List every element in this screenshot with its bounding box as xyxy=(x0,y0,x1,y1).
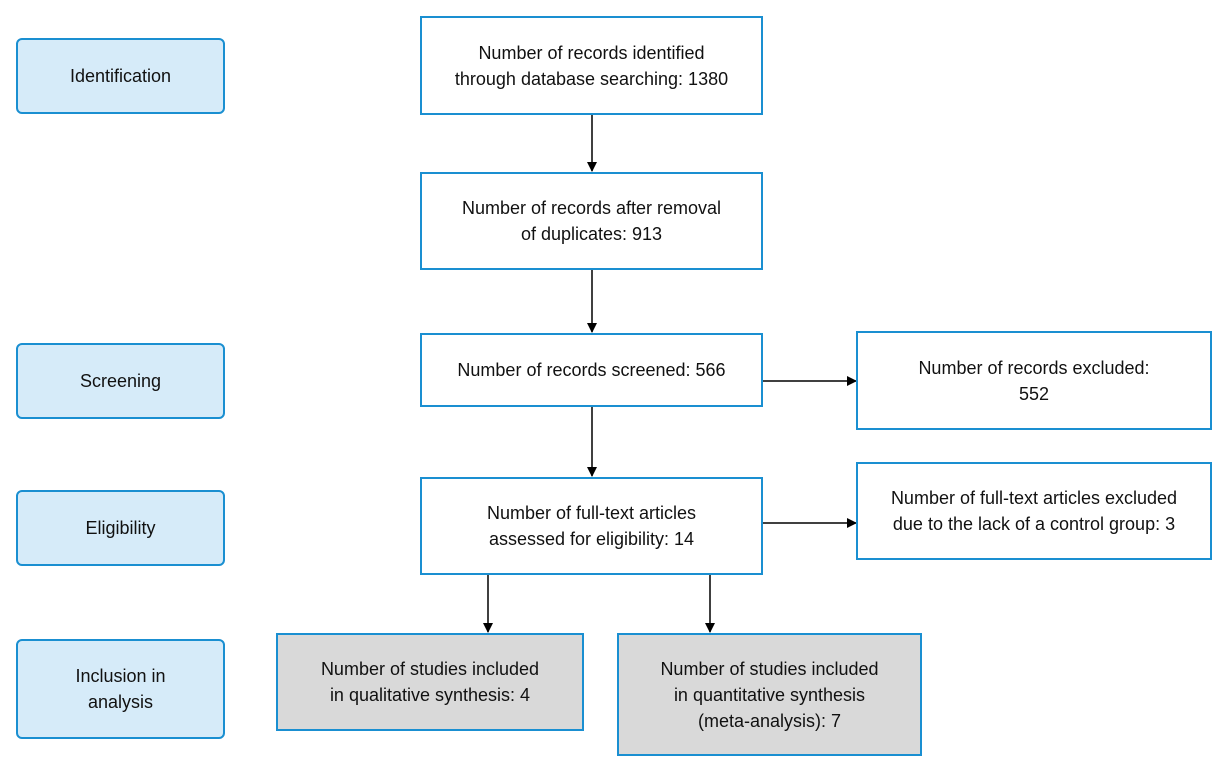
quantitative-line3: (meta-analysis): 7 xyxy=(697,710,842,731)
fulltext-excluded-line2: due to the lack of a control group: 3 xyxy=(892,514,1176,534)
quantitative-line1: Number of studies included xyxy=(660,658,879,679)
stage-inclusion: Inclusion in analysis xyxy=(16,639,225,739)
box-qualitative-synthesis: Number of studies included in qualitativ… xyxy=(276,633,584,731)
records-identified-line2: through database searching: 1380 xyxy=(454,68,729,89)
stage-identification-label: Identification xyxy=(69,66,172,86)
box-records-screened: Number of records screened: 566 xyxy=(420,333,763,407)
box-fulltext-excluded: Number of full-text articles excluded du… xyxy=(856,462,1212,560)
stage-eligibility: Eligibility xyxy=(16,490,225,566)
records-identified-line1: Number of records identified xyxy=(478,42,705,63)
fulltext-excluded-line1: Number of full-text articles excluded xyxy=(890,488,1178,508)
records-excluded-line2: 552 xyxy=(1018,383,1050,404)
box-fulltext-assessed: Number of full-text articles assessed fo… xyxy=(420,477,763,575)
stage-identification: Identification xyxy=(16,38,225,114)
fulltext-assessed-line1: Number of full-text articles xyxy=(486,503,697,523)
quantitative-line2: in quantitative synthesis xyxy=(673,684,866,705)
records-after-duplicates-line2: of duplicates: 913 xyxy=(520,224,663,244)
stage-inclusion-label-line1: Inclusion in xyxy=(75,666,166,686)
box-records-excluded: Number of records excluded: 552 xyxy=(856,331,1212,430)
qualitative-line2: in qualitative synthesis: 4 xyxy=(329,685,531,705)
stage-inclusion-label-line2: analysis xyxy=(87,692,154,712)
records-after-duplicates-line1: Number of records after removal xyxy=(461,198,722,218)
records-screened-line1: Number of records screened: 566 xyxy=(457,360,726,380)
box-records-after-duplicates: Number of records after removal of dupli… xyxy=(420,172,763,270)
stage-screening: Screening xyxy=(16,343,225,419)
box-records-identified: Number of records identified through dat… xyxy=(420,16,763,115)
qualitative-line1: Number of studies included xyxy=(320,659,540,679)
box-quantitative-synthesis: Number of studies included in quantitati… xyxy=(617,633,922,756)
stage-eligibility-label: Eligibility xyxy=(85,518,156,538)
stage-screening-label: Screening xyxy=(79,371,162,391)
records-excluded-line1: Number of records excluded: xyxy=(918,357,1150,378)
fulltext-assessed-line2: assessed for eligibility: 14 xyxy=(488,529,695,549)
